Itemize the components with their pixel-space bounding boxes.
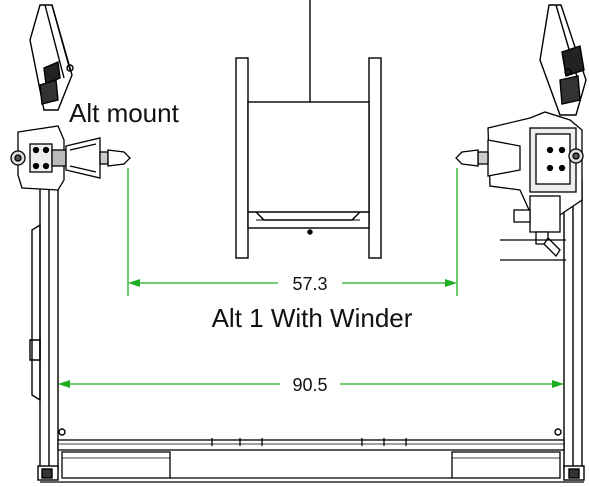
- left-frame: [29, 4, 74, 481]
- alt-mount-label: Alt mount: [69, 98, 180, 128]
- inner-dimension-value: 57.3: [292, 274, 327, 294]
- dimension-inner: [127, 168, 458, 296]
- bottom-base: [40, 438, 584, 483]
- center-spool: [235, 0, 382, 259]
- outer-dimension-value: 90.5: [292, 375, 327, 395]
- right-mount-assembly: [455, 111, 584, 261]
- right-frame: [539, 4, 587, 481]
- left-mount-assembly: [10, 125, 131, 191]
- alt1-with-winder-label: Alt 1 With Winder: [212, 303, 413, 333]
- dimension-outer: [58, 380, 564, 388]
